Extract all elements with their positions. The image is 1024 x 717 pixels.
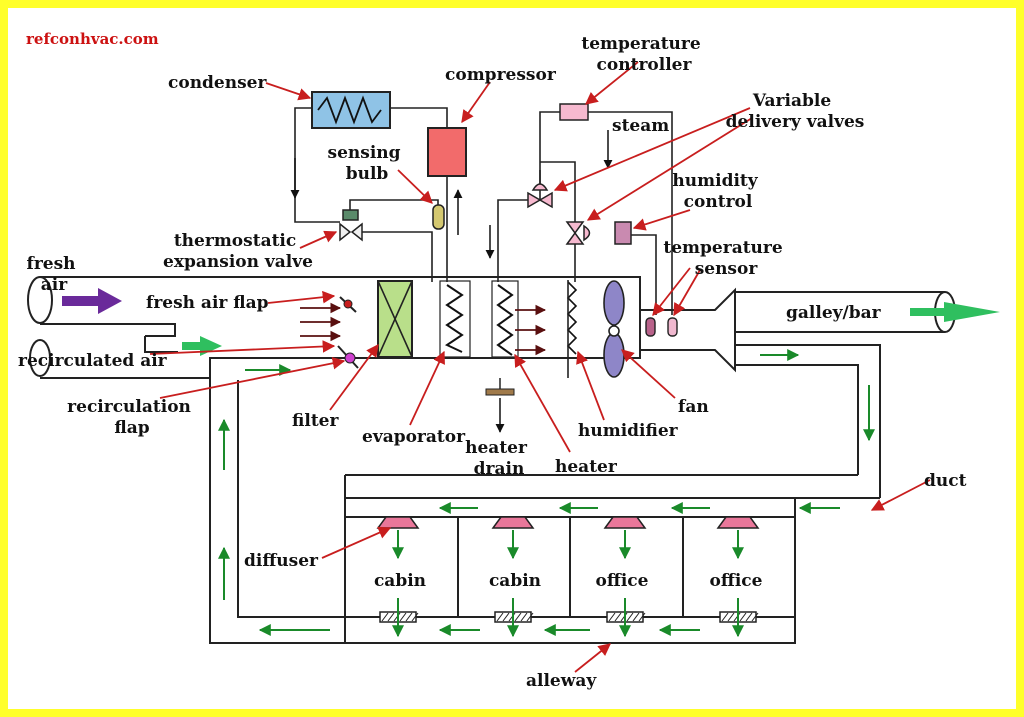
fan	[603, 280, 625, 378]
grille-hatch	[381, 612, 389, 622]
galley-outflow-arrow	[910, 302, 1000, 322]
grille-hatch	[387, 612, 395, 622]
label-fresh-air-flap: fresh air flap	[146, 293, 269, 313]
temperature-controller	[559, 103, 589, 121]
label-variable-delivery-valves: Variable delivery valves	[726, 91, 865, 132]
grille-hatch	[526, 612, 534, 622]
compressor	[427, 127, 467, 177]
grille-hatch	[399, 612, 407, 622]
grille-hatch	[745, 612, 753, 622]
refrigerant-flow-arrows	[290, 130, 613, 259]
diffuser-4	[716, 516, 760, 529]
diffusers	[376, 516, 760, 560]
label-diffuser: diffuser	[244, 551, 319, 571]
grille-hatch	[721, 612, 729, 622]
label-room-1: cabin	[374, 571, 426, 591]
grille-hatch	[502, 612, 510, 622]
label-fresh-air: fresh air	[27, 254, 82, 295]
grille-hatch	[520, 612, 528, 622]
heater-drain	[485, 388, 515, 396]
diffuser-1	[376, 516, 420, 529]
heater-coil	[496, 284, 514, 356]
temperature-sensor-1	[645, 317, 656, 337]
diffuser-3	[603, 516, 647, 529]
grille-hatch	[614, 612, 622, 622]
label-compressor: compressor	[445, 65, 557, 85]
grille-hatch	[751, 612, 759, 622]
label-humidifier: humidifier	[578, 421, 679, 441]
grille-hatch	[626, 612, 634, 622]
label-recirculated-air: recirculated air	[18, 351, 168, 371]
grille-hatch	[608, 612, 616, 622]
grille-hatch	[514, 612, 522, 622]
galley-duct	[640, 287, 956, 373]
label-room-3: office	[596, 571, 649, 591]
diffuser-2	[491, 516, 535, 529]
grille-hatch	[638, 612, 646, 622]
sensing-bulb	[432, 204, 445, 230]
label-heater-drain: heater drain	[465, 438, 533, 479]
label-room-4: office	[710, 571, 763, 591]
label-thermostatic-expansion-valve: thermostatic expansion valve	[163, 231, 313, 272]
label-filter: filter	[292, 411, 339, 431]
condenser	[311, 91, 391, 129]
label-steam: steam	[612, 116, 669, 136]
grille-hatch	[739, 612, 747, 622]
grille-hatch	[727, 612, 735, 622]
heater-frame	[491, 280, 519, 358]
label-duct: duct	[924, 471, 967, 491]
label-alleway: alleway	[526, 671, 597, 691]
grille-hatch	[405, 612, 413, 622]
thermostatic-expansion-valve	[339, 209, 363, 242]
label-sensing-bulb: sensing bulb	[328, 143, 407, 184]
watermark: refconhvac.com	[26, 30, 159, 48]
label-humidity-control: humidity control	[672, 171, 763, 212]
evaporator-frame	[439, 280, 471, 358]
fresh-air-arrow	[62, 288, 122, 314]
label-galley-bar: galley/bar	[786, 303, 882, 323]
label-recirculation-flap: recirculation flap	[67, 397, 197, 438]
alleway-grilles	[379, 598, 759, 638]
evaporator-coil	[444, 284, 464, 353]
temperature-sensor-2	[667, 317, 678, 337]
delivery-valve-lower	[565, 221, 591, 245]
grille-hatch	[411, 612, 419, 622]
label-condenser: condenser	[168, 73, 267, 93]
leader-arrows	[149, 61, 931, 673]
loop-flow-arrows	[218, 349, 875, 636]
label-heater: heater	[555, 457, 618, 477]
label-fan: fan	[678, 397, 709, 417]
label-temperature-controller: temperature controller	[581, 34, 706, 75]
loop-ducts	[209, 344, 881, 644]
label-evaporator: evaporator	[362, 427, 466, 447]
humidity-control-box	[614, 221, 632, 245]
main-duct	[27, 276, 641, 379]
delivery-valve-upper	[527, 183, 553, 209]
humidifier-nozzles	[566, 281, 578, 355]
label-temperature-sensor: temperature sensor	[663, 238, 788, 279]
grille-hatch	[496, 612, 504, 622]
room-dividers	[457, 517, 684, 617]
filter	[377, 280, 413, 358]
grille-hatch	[632, 612, 640, 622]
refrigerant-lines	[294, 107, 673, 315]
label-room-2: cabin	[489, 571, 541, 591]
fresh-air-flap	[339, 296, 357, 313]
duct-airflow-arrows	[300, 302, 547, 356]
